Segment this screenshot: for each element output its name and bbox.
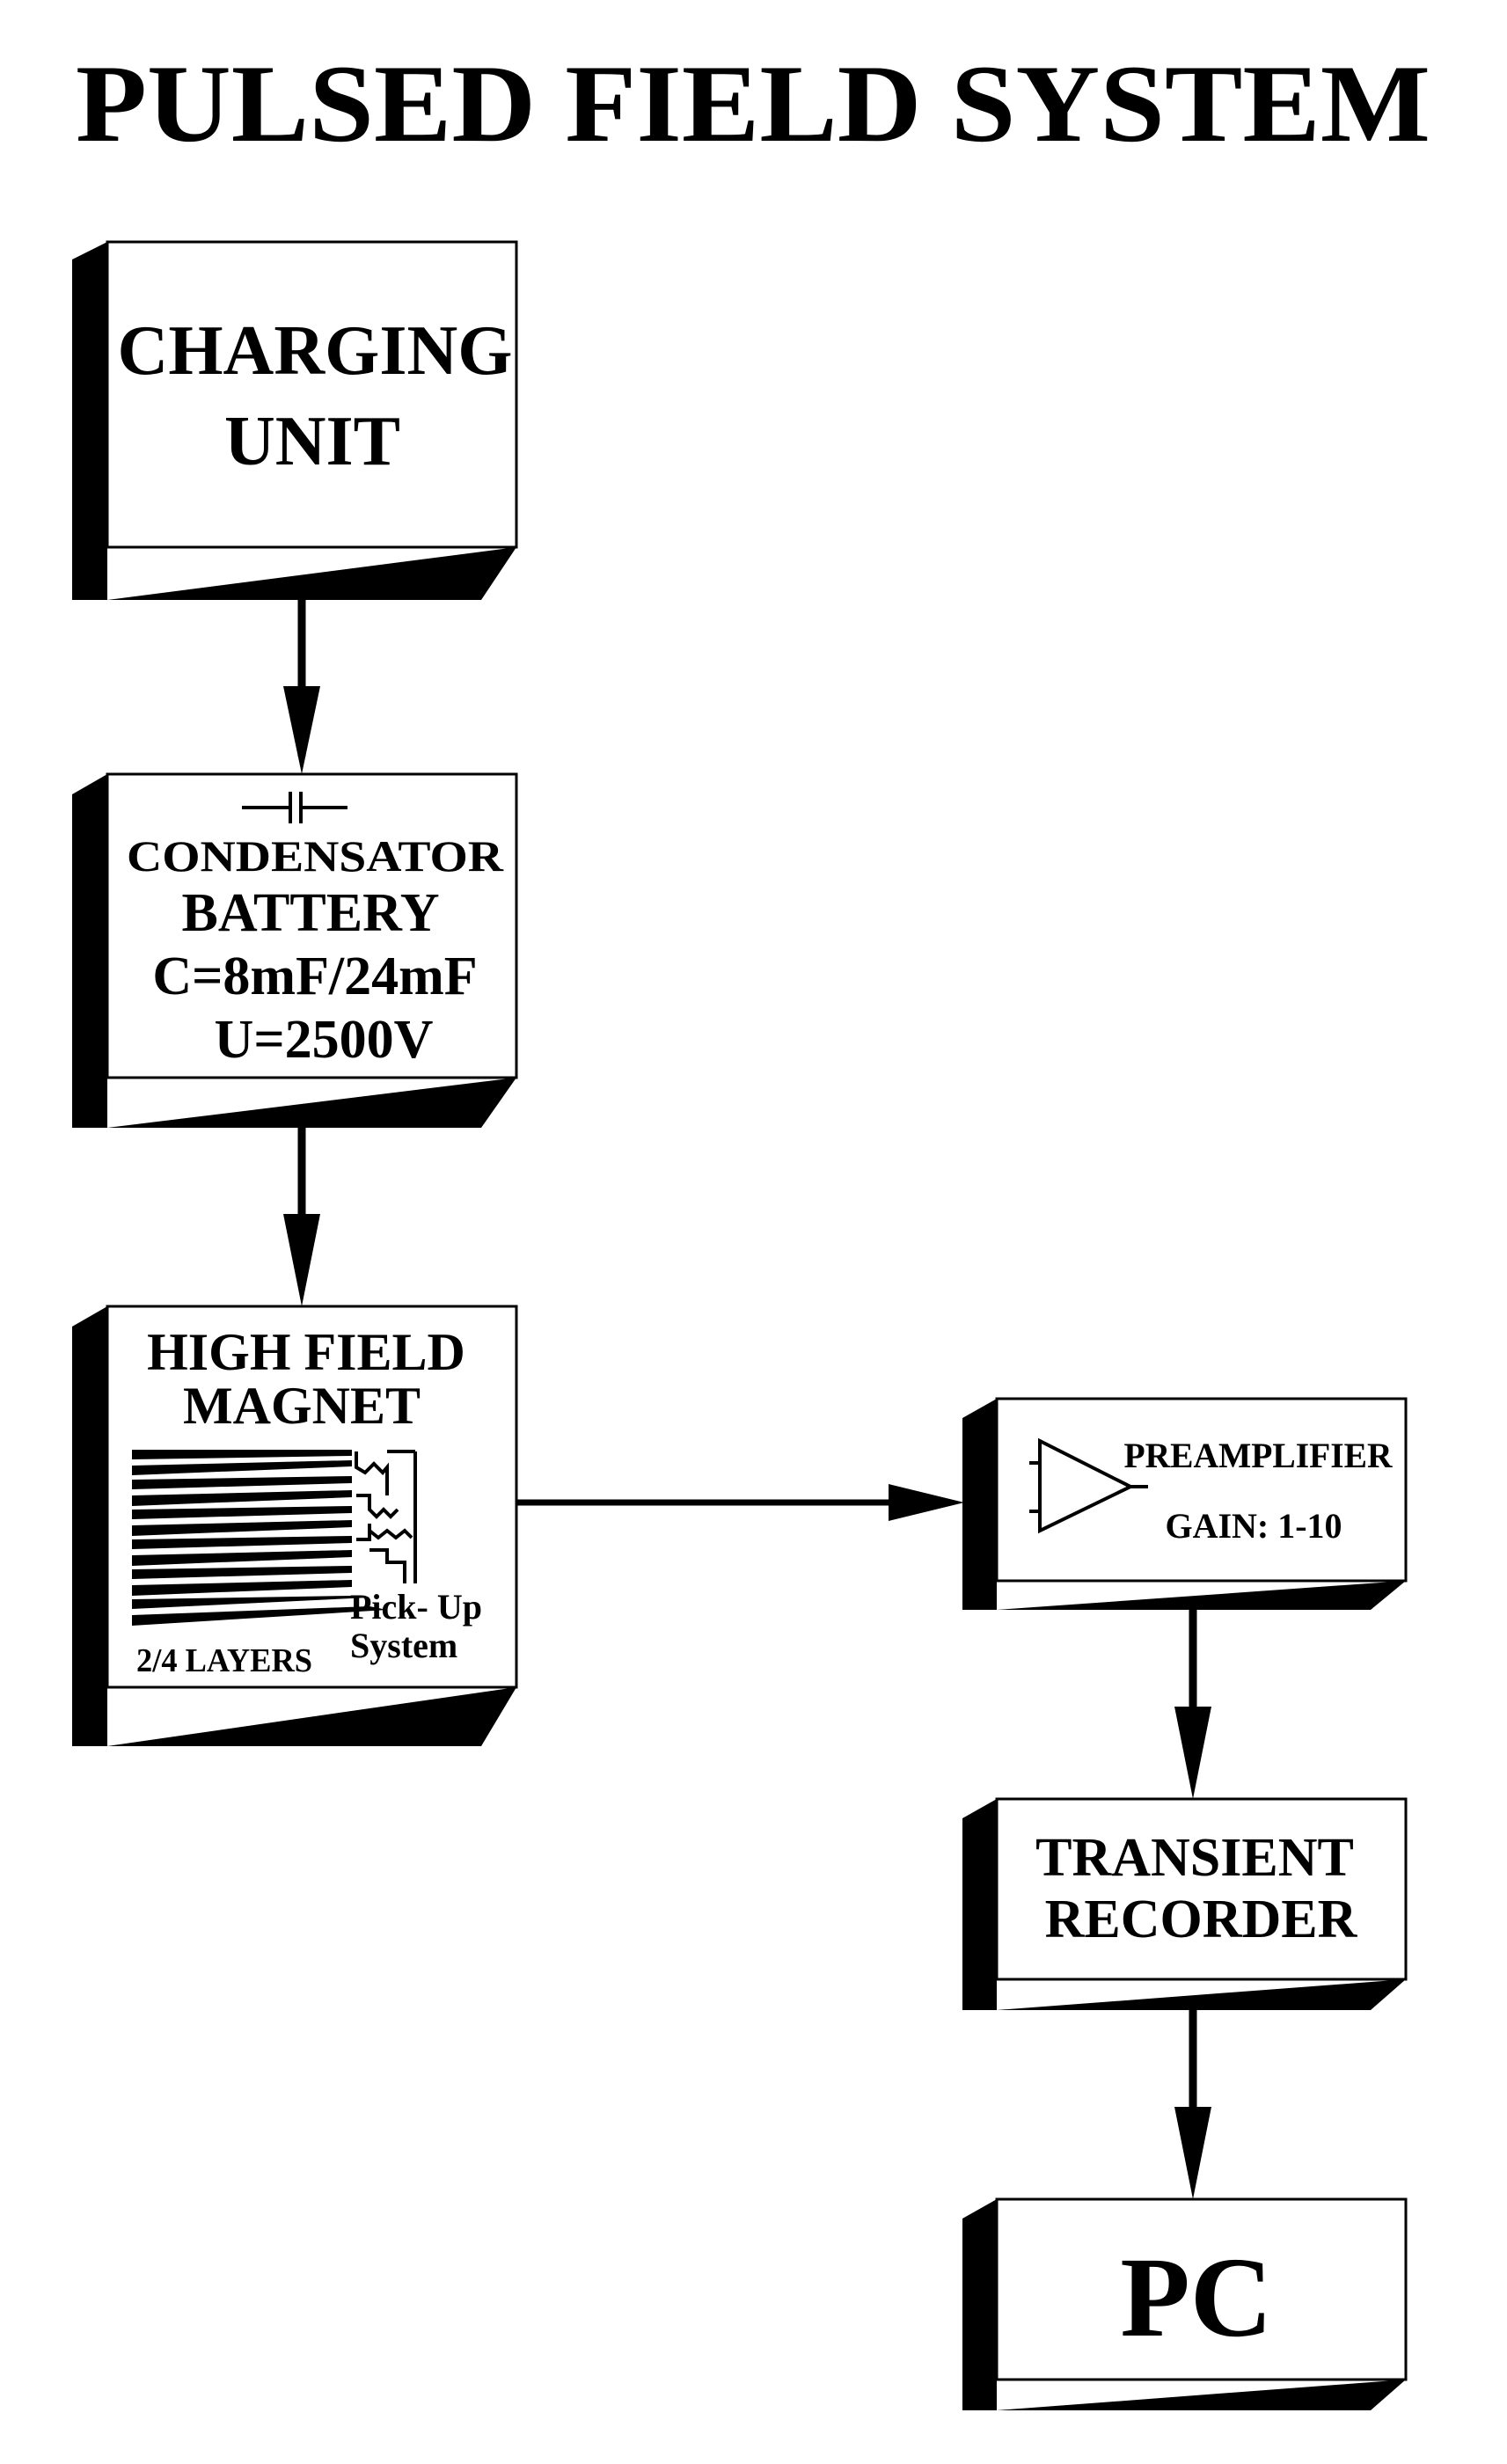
diagram-title: PULSED FIELD SYSTEM [76, 43, 1430, 165]
condensator-label-line2: BATTERY [182, 883, 440, 943]
pickup-label-line1: Pick- Up [350, 1587, 482, 1627]
condensator-battery-block: CONDENSATOR BATTERY C=8mF/24mF U=2500V [72, 772, 518, 1128]
arrowhead [283, 686, 320, 774]
pc-label: PC [1120, 2234, 1272, 2361]
pickup-coil-icon [355, 1450, 417, 1583]
capacitor-icon [242, 792, 347, 823]
condensator-label-line4: U=2500V [215, 1010, 434, 1070]
block-shadow [962, 2199, 1406, 2410]
block-shadow [72, 242, 516, 600]
amplifier-triangle-icon [1029, 1437, 1148, 1534]
high-field-magnet-block: HIGH FIELD MAGNET 2/4 LAYERS [72, 1305, 518, 1746]
arrowhead [1174, 1707, 1211, 1799]
charging-unit-label-line1: CHARGING [118, 312, 513, 390]
arrowhead [889, 1484, 964, 1521]
transient-recorder-block: TRANSIENT RECORDER [962, 1797, 1408, 2010]
magnet-layers-label: 2/4 LAYERS [136, 1642, 312, 1679]
magnet-label-line1: HIGH FIELD [147, 1323, 465, 1381]
block-face [995, 2197, 1408, 2381]
block-shadow [72, 774, 516, 1128]
charging-unit-block: CHARGING UNIT [72, 240, 518, 600]
coil-icon [132, 1450, 387, 1626]
charging-unit-label-line2: UNIT [224, 403, 400, 480]
recorder-label-line2: RECORDER [1045, 1890, 1358, 1949]
block-face [995, 1797, 1408, 1981]
block-face [106, 240, 518, 549]
arrowhead [1174, 2107, 1211, 2199]
pickup-label-line2: System [350, 1626, 457, 1665]
pc-block: PC [962, 2197, 1408, 2410]
condensator-label-line3: C=8mF/24mF [152, 947, 477, 1006]
block-face [106, 772, 518, 1079]
condensator-label-line1: CONDENSATOR [127, 831, 504, 881]
preamplifier-block: PREAMPLIFIER GAIN: 1-10 [962, 1397, 1408, 1610]
block-shadow [962, 1399, 1406, 1610]
recorder-label-line1: TRANSIENT [1035, 1828, 1354, 1888]
arrowhead [283, 1214, 320, 1306]
preamplifier-label: PREAMPLIFIER [1124, 1436, 1394, 1475]
preamplifier-gain-label: GAIN: 1-10 [1165, 1506, 1342, 1546]
block-shadow [962, 1799, 1406, 2010]
magnet-label-line2: MAGNET [183, 1377, 421, 1435]
block-shadow [72, 1306, 516, 1746]
